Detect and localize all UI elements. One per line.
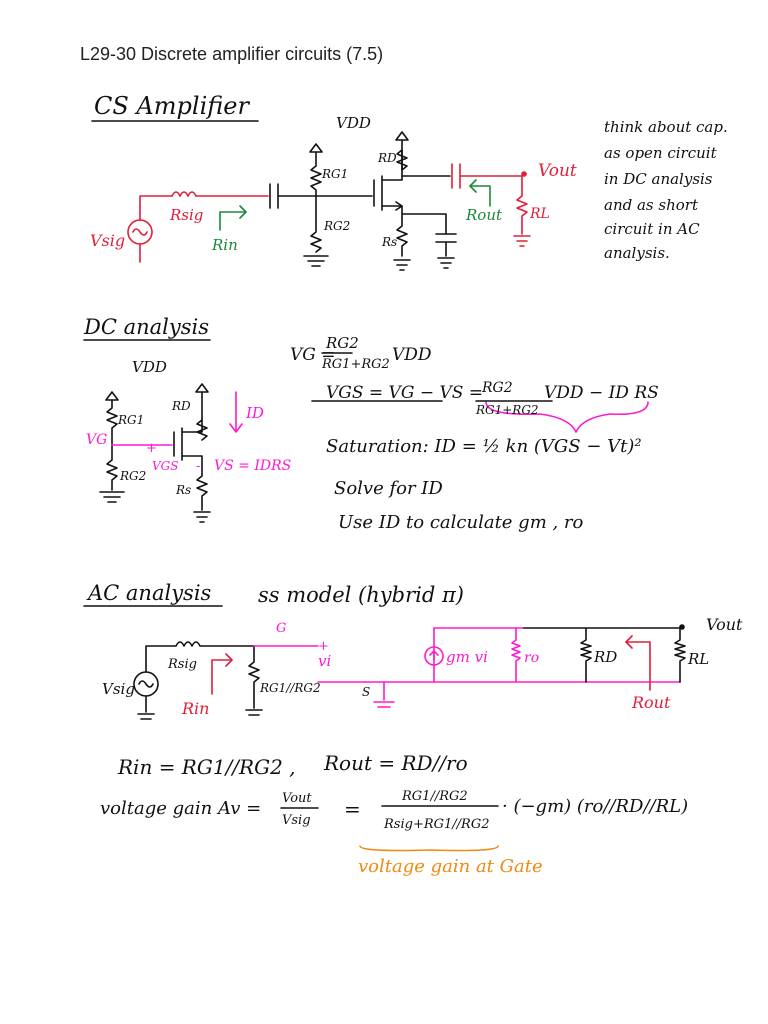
- dc-rd-label: RD: [171, 399, 191, 413]
- ac-rsig-label: Rsig: [167, 657, 197, 672]
- dc-vdd-label: VDD: [132, 358, 167, 376]
- ac-gain-rhs: · (−gm) (ro//RD//RL): [502, 796, 688, 817]
- cs-input-capacitor-icon: [269, 183, 279, 209]
- cs-rin-label: Rin: [211, 236, 238, 254]
- ac-gm-label: gm vi: [446, 648, 488, 666]
- ac-gain-num: RG1//RG2: [401, 789, 468, 804]
- dc-eq-vgs-lhs: VGS = VG − VS =: [326, 383, 483, 403]
- cs-rd-resistor-icon: [396, 139, 408, 171]
- dc-mosfet-icon: [173, 419, 208, 511]
- cs-rin-arrow-icon: [219, 205, 247, 231]
- ac-s-label: S: [362, 685, 370, 699]
- page-title: L29-30 Discrete amplifier circuits (7.5): [80, 44, 384, 64]
- ac-gm-source-icon: [424, 646, 444, 666]
- cs-vsig-label: Vsig: [90, 231, 125, 250]
- dc-plus-label: +: [146, 441, 157, 456]
- cs-rout-label: Rout: [465, 206, 503, 224]
- ac-rout-label: Rout: [631, 693, 671, 712]
- ac-ss-model-network: [317, 627, 681, 708]
- dc-eq-vgs-num: RG2: [481, 380, 513, 396]
- cs-note-line-5: circuit in AC: [604, 220, 700, 238]
- ac-rl-label: RL: [687, 650, 709, 668]
- ac-gain-frac-num: Vout: [282, 791, 312, 806]
- dc-eq-vg-den: RG1+RG2: [321, 357, 390, 372]
- dc-saturation-eq: Saturation: ID = ½ kn (VGS − Vt)²: [326, 436, 642, 457]
- dc-eq-vgs-rhs: VDD − ID RS: [544, 383, 659, 403]
- dc-vgs-label: VGS: [152, 459, 178, 473]
- dc-use-note: Use ID to calculate gm , ro: [338, 512, 584, 533]
- ac-vsig-label: Vsig: [102, 680, 135, 698]
- cs-bias-divider-icon: [310, 151, 322, 253]
- ac-vout-label: Vout: [706, 615, 743, 634]
- ac-gain-lhs: voltage gain Av =: [100, 798, 261, 819]
- ac-rl-resistor-icon: [674, 627, 686, 683]
- dc-vg-label: VG: [86, 432, 107, 448]
- ac-plus-label: +: [318, 639, 329, 654]
- ac-model-label: ss model (hybrid π): [258, 583, 464, 607]
- dc-eq-vg-lhs: VG =: [290, 345, 336, 365]
- ac-eq-rin: Rin = RG1//RG2 ,: [117, 755, 296, 779]
- ac-rin-arrow-icon: [211, 653, 233, 695]
- ac-vi-label: vi: [318, 652, 331, 670]
- dc-eq-vg-rhs: VDD: [392, 345, 432, 365]
- cs-rl-label: RL: [529, 206, 550, 222]
- ac-heading: AC analysis: [86, 581, 212, 605]
- cs-note-line-6: analysis.: [604, 244, 670, 262]
- ac-ro-resistor-icon: [511, 627, 521, 683]
- dc-rg1-label: RG1: [117, 413, 144, 427]
- ac-gate-gain-note: voltage gain at Gate: [358, 856, 543, 877]
- cs-rg2-label: RG2: [323, 219, 350, 233]
- cs-rl-resistor-icon: [516, 175, 528, 235]
- dc-bias-divider-icon: [106, 399, 118, 491]
- cs-rsig-label: Rsig: [169, 206, 203, 224]
- cs-vdd-label: VDD: [336, 114, 371, 132]
- cs-vout-label: Vout: [538, 161, 577, 181]
- dc-rg2-label: RG2: [119, 469, 146, 483]
- ac-rout-arrow-icon: [625, 635, 651, 691]
- ac-rpar-resistor-icon: [248, 645, 260, 709]
- ac-g-label: G: [276, 621, 286, 636]
- ac-rd-resistor-icon: [580, 627, 592, 683]
- ac-gain-den: Rsig+RG1//RG2: [383, 817, 489, 832]
- ac-gain-frac-den: Vsig: [282, 813, 311, 828]
- dc-eq-vgs-den: RG1+RG2: [475, 403, 539, 417]
- dc-heading: DC analysis: [83, 315, 209, 339]
- cs-note-line-3: in DC analysis: [604, 170, 713, 188]
- cs-rd-label: RD: [377, 151, 397, 165]
- ac-ro-label: ro: [524, 650, 539, 666]
- cs-rout-arrow-icon: [469, 179, 491, 207]
- dc-brace-icon: [485, 401, 649, 433]
- ac-rpar-label: RG1//RG2: [259, 681, 321, 695]
- dc-rs-label: Rs: [175, 483, 191, 497]
- cs-note-line-2: as open circuit: [604, 144, 718, 162]
- cs-note-line-4: and as short: [604, 196, 699, 214]
- dc-vs-label: VS = IDRS: [214, 458, 291, 474]
- dc-id-label: ID: [245, 404, 264, 422]
- ac-eq-rout: Rout = RD//ro: [323, 751, 468, 775]
- ac-rsig-resistor-icon: [145, 641, 255, 673]
- ac-rd-label: RD: [593, 648, 617, 666]
- ac-gain-eq: =: [344, 797, 361, 821]
- cs-rs-label: Rs: [381, 235, 397, 249]
- cs-rsig-resistor-icon: [171, 191, 197, 197]
- gate-gain-brace-icon: [359, 845, 499, 852]
- cs-rg1-label: RG1: [321, 167, 348, 181]
- cs-heading: CS Amplifier: [94, 92, 250, 120]
- dc-minus-label: -: [196, 459, 200, 474]
- dc-solve-note: Solve for ID: [334, 478, 443, 499]
- dc-eq-vg-num: RG2: [325, 334, 359, 352]
- cs-input-network: [127, 191, 269, 263]
- cs-output-network: [451, 163, 531, 247]
- dc-id-arrow-icon: [229, 391, 243, 433]
- cs-rs-resistor-icon: [396, 217, 408, 257]
- ac-rin-label: Rin: [181, 699, 209, 718]
- cs-note-line-1: think about cap.: [604, 118, 728, 136]
